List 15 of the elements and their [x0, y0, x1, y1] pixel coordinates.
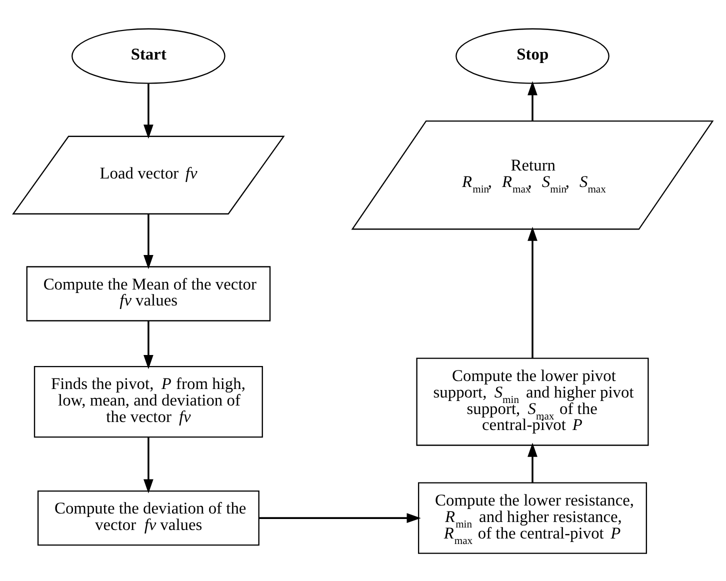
- arrow: [528, 80, 538, 120]
- node-box: Compute the deviation of the vector fv values: [37, 490, 260, 546]
- node-box: Finds the pivot, P from high, low, mean, and deviation of the vector fv: [34, 365, 263, 438]
- arrow: [144, 83, 154, 138]
- node-box: Compute the lower resistance, R$_{min}$ and higher resistance, R$_{max}$ of the central-pivot P: [418, 482, 648, 554]
- arrow: [528, 442, 538, 482]
- arrow: [144, 320, 154, 369]
- arrow: [528, 226, 538, 358]
- node-ellipse: Start: [72, 28, 226, 84]
- arrow: [144, 214, 154, 269]
- node-box: Compute the lower pivot support, S$_{min}$ and higher pivot support, S$_{max}$ of the central-pivot P: [416, 357, 649, 446]
- arrow: [259, 512, 421, 522]
- node-ellipse: Stop: [456, 28, 610, 84]
- arrow: [144, 436, 154, 493]
- node-box: Compute the Mean of the vector fv values: [26, 266, 271, 321]
